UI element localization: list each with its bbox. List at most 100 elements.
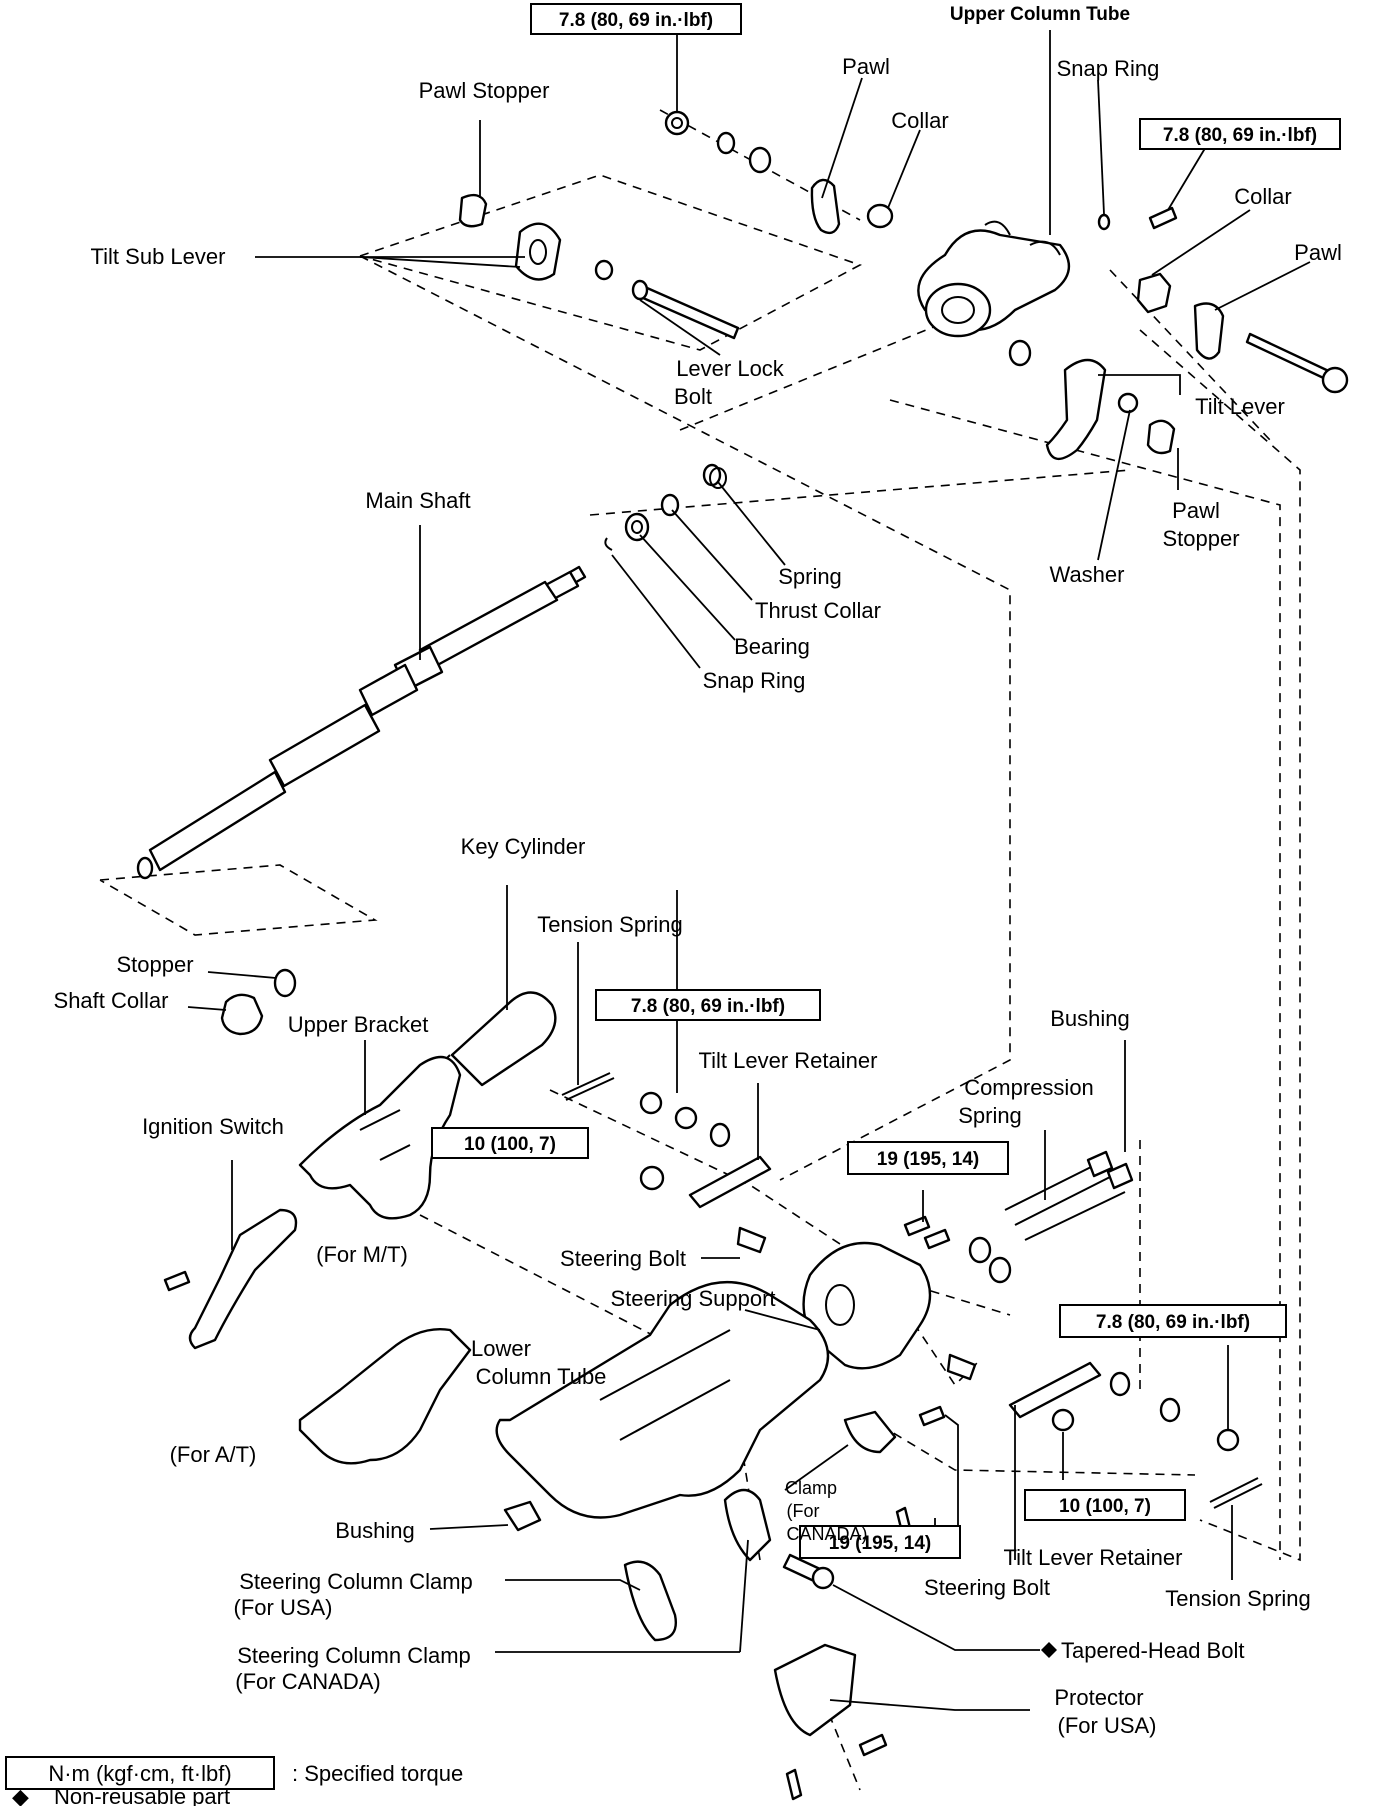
label-pawl-top: Pawl — [842, 54, 890, 79]
snap-ring-top-part — [1097, 213, 1111, 231]
steering-bolt-mid-part — [736, 1226, 767, 1254]
label-upper-column-tube: Upper Column Tube — [950, 4, 1130, 25]
torque-mid-19: 19 (195, 14) — [877, 1149, 979, 1170]
torque-box-bottom-19 — [799, 1525, 961, 1559]
collar-top-part — [866, 203, 894, 229]
label-for-mt: (For M/T) — [316, 1242, 408, 1267]
label-tension-spring-bottom: Tension Spring — [1165, 1586, 1311, 1611]
torque-mid: 7.8 (80, 69 in.·lbf) — [631, 996, 785, 1017]
label-compression-spring-line2: Spring — [958, 1103, 1022, 1128]
nut-top — [664, 110, 690, 136]
steering-column-clamp-canada-part — [723, 1488, 772, 1562]
label-steering-column-clamp-usa-line1: Steering Column Clamp — [239, 1569, 473, 1594]
label-tilt-sub-lever: Tilt Sub Lever — [91, 244, 226, 269]
label-steering-bolt-mid: Steering Bolt — [560, 1246, 686, 1271]
small-washer-part — [594, 259, 614, 281]
pawl-right-part — [1193, 302, 1225, 360]
label-tapered-head-bolt: Tapered-Head Bolt — [1061, 1638, 1244, 1663]
washer-top-2 — [748, 146, 772, 174]
label-bearing: Bearing — [734, 634, 810, 659]
label-snap-ring-top: Snap Ring — [1057, 56, 1160, 81]
washer-top-1 — [716, 131, 736, 155]
label-pawl-stopper-top: Pawl Stopper — [419, 78, 550, 103]
label-steering-column-clamp-canada-line1: Steering Column Clamp — [237, 1643, 471, 1668]
compression-spring-part — [1004, 1164, 1126, 1241]
label-collar-right: Collar — [1234, 184, 1291, 209]
torque-box-mid-10 — [431, 1127, 589, 1159]
torque-specs: 7.8 (80, 69 in.·lbf) 7.8 (80, 69 in.·lbf… — [431, 3, 1341, 1559]
bolt-19-mid-b — [923, 1228, 951, 1250]
label-lower-column-tube-line1: Lower — [471, 1336, 531, 1361]
label-steering-support: Steering Support — [610, 1286, 775, 1311]
torque-mid-10: 10 (100, 7) — [464, 1134, 556, 1155]
ignition-switch-part — [188, 1208, 298, 1350]
torque-right-78: 7.8 (80, 69 in.·lbf) — [1096, 1312, 1250, 1333]
lever-lock-bolt-part — [632, 282, 740, 340]
torque-box-mid-19 — [847, 1141, 1009, 1175]
label-bushing-bottom: Bushing — [335, 1518, 415, 1543]
nut-mid-10 — [639, 1165, 665, 1191]
part-drawings — [136, 110, 1349, 1801]
label-clamp-canada-line3: CANADA) — [786, 1524, 867, 1544]
pawl-stopper-top-part — [458, 193, 488, 228]
shaft-collar-part — [220, 993, 264, 1036]
tilt-lever-part — [1045, 358, 1107, 460]
label-steering-column-clamp-usa-line2: (For USA) — [234, 1595, 333, 1620]
ring-under-tube-part — [1008, 339, 1032, 367]
label-tension-spring-mid: Tension Spring — [537, 912, 683, 937]
legend-torque-unit: N·m (kgf·cm, ft·lbf) — [48, 1761, 231, 1786]
bolt-19-bottom — [918, 1405, 946, 1427]
protector-bolt-a — [858, 1733, 888, 1757]
bearing-part — [624, 512, 650, 542]
label-lever-lock-bolt-line2: Bolt — [674, 384, 712, 409]
nut-bottom-10 — [1051, 1408, 1075, 1432]
label-protector-line1: Protector — [1054, 1685, 1143, 1710]
torque-box-top — [530, 3, 742, 35]
washer-right-part — [1117, 392, 1139, 414]
torque-bottom-19: 19 (195, 14) — [829, 1533, 931, 1554]
torque-bottom-10: 10 (100, 7) — [1059, 1496, 1151, 1517]
label-pawl-right: Pawl — [1294, 240, 1342, 265]
label-protector-line2: (For USA) — [1058, 1713, 1157, 1738]
bolt-top-right-part — [1148, 206, 1178, 230]
steering-column-clamp-usa-part — [623, 1560, 677, 1642]
label-main-shaft: Main Shaft — [365, 488, 470, 513]
label-lower-column-tube-line2: Column Tube — [476, 1364, 607, 1389]
legend-nonreusable-desc: Non-reusable part — [54, 1784, 230, 1806]
upper-bracket-part — [298, 1055, 462, 1220]
legend: N·m (kgf·cm, ft·lbf) : Specified torque … — [5, 1756, 463, 1806]
at-bracket-part — [298, 1328, 472, 1465]
ignition-screw-part — [163, 1270, 191, 1292]
leader-lines — [187, 30, 1311, 1711]
legend-nonreusable-symbol: ◆ — [12, 1784, 29, 1806]
nonreusable-diamond-marker — [1041, 1642, 1057, 1658]
torque-top-right: 7.8 (80, 69 in.·lbf) — [1163, 125, 1317, 146]
clamp-canada-part — [843, 1410, 897, 1454]
torque-box-mid — [595, 989, 821, 1021]
tilt-lever-retainer-bottom-part — [1008, 1361, 1102, 1419]
stopper-part — [273, 968, 297, 998]
pawl-top-part — [810, 178, 841, 235]
tilt-sub-lever-part — [514, 222, 562, 281]
pawl-stopper-right-part — [1146, 419, 1176, 455]
lower-column-tube-part — [495, 1280, 830, 1519]
label-compression-spring-line1: Compression — [964, 1075, 1094, 1100]
torque-box-right-78 — [1059, 1304, 1287, 1338]
label-for-at: (For A/T) — [170, 1442, 257, 1467]
label-lever-lock-bolt-line1: Lever Lock — [676, 356, 785, 381]
protector-part — [773, 1643, 857, 1737]
label-tilt-lever: Tilt Lever — [1195, 394, 1285, 419]
thrust-collar-part — [660, 493, 680, 517]
label-tilt-lever-retainer-bottom: Tilt Lever Retainer — [1004, 1545, 1183, 1570]
tension-spring-bottom-part — [1209, 1477, 1263, 1509]
snap-ring-mid-part — [604, 537, 613, 551]
bushing-bottom-part — [503, 1500, 542, 1532]
key-cylinder-part — [450, 991, 557, 1087]
label-pawl-stopper-right-line2: Stopper — [1162, 526, 1239, 551]
label-washer: Washer — [1050, 562, 1125, 587]
torque-top: 7.8 (80, 69 in.·lbf) — [559, 10, 713, 31]
label-pawl-stopper-right-line1: Pawl — [1172, 498, 1220, 523]
label-snap-ring-mid: Snap Ring — [703, 668, 806, 693]
label-shaft-collar: Shaft Collar — [54, 988, 169, 1013]
tension-spring-mid-part — [561, 1072, 615, 1101]
